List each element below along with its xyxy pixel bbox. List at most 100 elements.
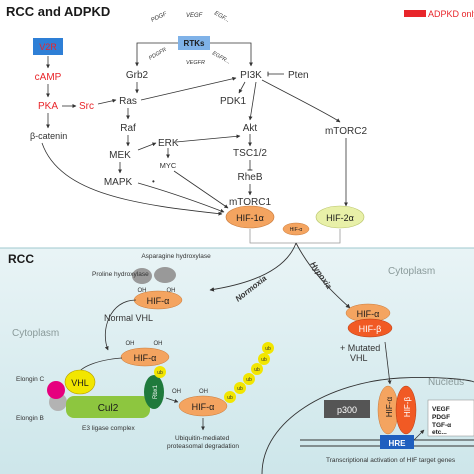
ub-2 <box>234 382 246 394</box>
tsc-label: TSC1/2 <box>233 148 267 159</box>
rtks-label: RTKs <box>184 39 205 48</box>
p300-label: p300 <box>337 405 357 415</box>
hifa-label-3: HIF-α <box>192 402 215 412</box>
hif1a-label: HIF-1α <box>236 213 264 223</box>
ub-6-label: ub <box>265 346 271 352</box>
oh-2: OH <box>167 288 176 294</box>
hifa-label-2: HIF-α <box>134 353 157 363</box>
dot-mark: • <box>152 177 155 186</box>
pka-label: PKA <box>38 101 58 112</box>
src-label: Src <box>79 101 94 112</box>
cytoplasm-right-label: Cytoplasm <box>388 266 435 277</box>
ub-5 <box>258 353 270 365</box>
legend-label: ADPKD only <box>428 9 474 19</box>
rbx1-shape <box>144 375 164 409</box>
ub-3-label: ub <box>246 377 252 383</box>
ub-3 <box>243 373 255 385</box>
section-title-bottom: RCC <box>8 252 34 266</box>
hifa-hypoxia-label: HIF-α <box>357 309 380 319</box>
arrow-myc-hif <box>173 170 229 209</box>
camp-label: cAMP <box>35 72 62 83</box>
hre-box <box>380 435 414 449</box>
ub-1 <box>224 391 236 403</box>
hre-label: HRE <box>389 439 407 448</box>
asparagine-hydroxylase-shape <box>154 267 176 283</box>
arrow-rtk-grb2 <box>135 42 178 67</box>
ubiquitin-label: Ubiquitin-mediated proteasomal degradati… <box>167 435 239 450</box>
target-3: etc... <box>432 429 447 436</box>
oh-3: OH <box>126 341 135 347</box>
ub-5-label: ub <box>261 357 267 363</box>
mtorc2-label: mTORC2 <box>325 126 367 137</box>
hif-bracket <box>249 229 341 244</box>
hifa-small-label: HIF-α <box>290 227 303 233</box>
proline-label: Proline hydroxylase <box>92 271 149 278</box>
hif1a-ellipse <box>225 205 275 229</box>
nucleus-membrane <box>261 377 474 474</box>
arrow-ligase-hif <box>165 397 179 403</box>
akt-label: Akt <box>243 123 258 134</box>
pdgf-label: PDGF <box>150 11 168 24</box>
ub-4-label: ub <box>254 367 260 373</box>
arrow-hif-down-1 <box>104 299 137 351</box>
p300-box <box>324 400 370 418</box>
ras-label: Ras <box>119 96 137 107</box>
pi3k-label: PI3K <box>240 70 262 81</box>
v2r-box <box>33 38 63 55</box>
target-2: TGF-α <box>432 422 451 429</box>
nucleus-label: Nucleus <box>428 377 464 388</box>
erk-label: ERK <box>158 138 179 149</box>
grb2-label: Grb2 <box>126 70 149 81</box>
asparagine-label: Asparagine hydroxylase <box>141 253 211 260</box>
arrow-mapk-hif <box>137 182 225 213</box>
vhl-label: VHL <box>71 378 89 388</box>
arrow-normoxia <box>209 242 297 292</box>
mapk-label: MAPK <box>104 177 133 188</box>
hifa-ellipse-2 <box>120 347 170 367</box>
myc-label: MYC <box>160 161 177 170</box>
arrow-erk-tsc <box>175 134 241 143</box>
mutated-vhl-line-1: + Mutated <box>340 343 380 353</box>
mek-label: MEK <box>109 150 131 161</box>
arrow-to-targets <box>413 429 425 441</box>
hifa-nucleus-label: HIF-α <box>385 397 394 418</box>
rtks-box <box>178 36 210 50</box>
hifb-nucleus-ellipse <box>395 385 417 435</box>
ubiquitin-chain: ub ub ub ub ub ub <box>224 342 274 403</box>
arrow-src-ras <box>97 98 117 105</box>
target-0: VEGF <box>432 406 450 413</box>
elongin-c-label: Elongin C <box>16 376 44 383</box>
egf-label: EGF... <box>213 11 230 24</box>
egfr-label: EGFR... <box>211 51 231 66</box>
cul2-shape <box>66 396 150 418</box>
target-1: PDGF <box>432 414 450 421</box>
hif2a-ellipse <box>315 205 365 229</box>
ub-6 <box>262 342 274 354</box>
oh-5: OH <box>172 389 181 395</box>
hifb-ellipse <box>347 318 393 338</box>
hifb-nucleus-label: HIF-β <box>403 397 412 418</box>
proline-hydroxylase-shape <box>132 268 152 284</box>
vegf-label: VEGF <box>186 13 203 19</box>
elongin-b-label: Elongin B <box>16 415 44 422</box>
targets-box <box>427 399 474 437</box>
ub-2-label: ub <box>237 386 243 392</box>
oh-6: OH <box>199 389 208 395</box>
arrow-hypoxia <box>295 242 351 309</box>
vegfr-label: VEGFR <box>186 60 205 66</box>
arrow-pi3k-pdk1 <box>238 81 246 94</box>
arrow-mek-erk <box>137 142 157 151</box>
vhl-shape <box>64 369 96 395</box>
arrow-ras-pi3k <box>140 76 237 101</box>
cytoplasm-left-label: Cytoplasm <box>12 328 59 339</box>
transcription-label: Transcriptional activation of HIF target… <box>326 457 456 464</box>
hifa-label-1: HIF-α <box>147 296 170 306</box>
mutated-vhl-line-2: VHL <box>350 353 368 363</box>
hifa-small-ellipse <box>282 222 310 236</box>
ub-rbx-label: ub <box>157 370 163 376</box>
arrow-catenin-hif <box>41 142 223 216</box>
ubiquitin-line-1: Ubiquitin-mediated <box>175 435 230 442</box>
mtorc1-label: mTORC1 <box>229 197 271 208</box>
arrow-rtk-pi3k <box>210 42 253 67</box>
